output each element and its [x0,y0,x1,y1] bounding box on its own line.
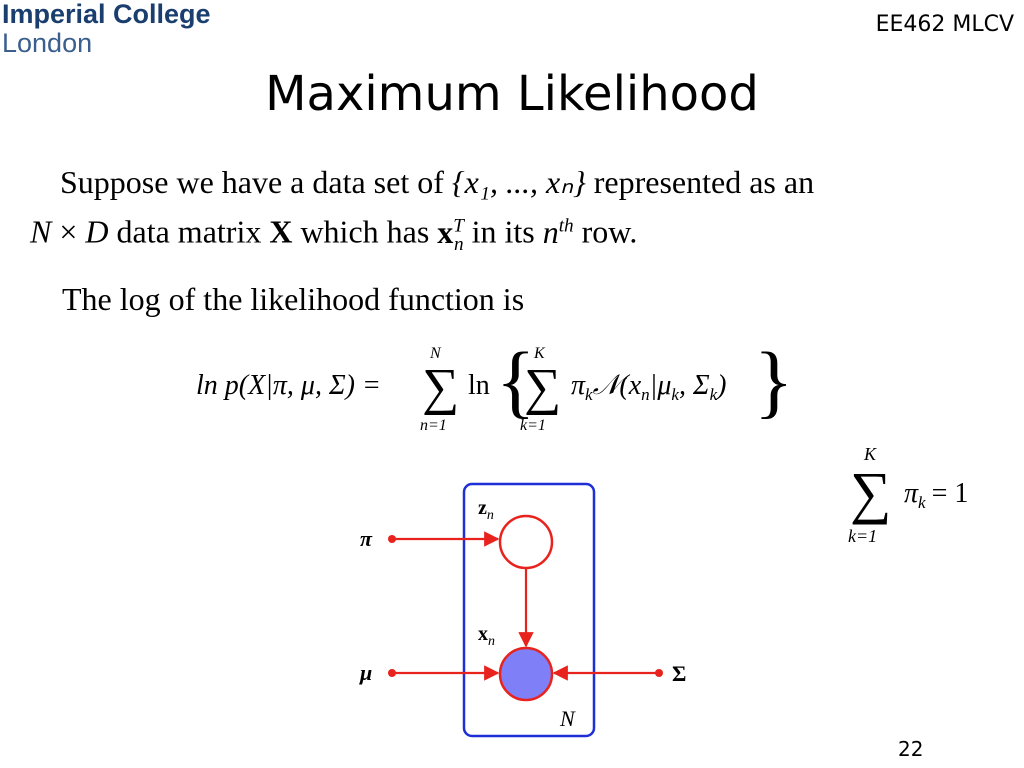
right-brace: } [754,338,793,426]
page-number: 22 [898,737,924,761]
logo-line2: London [2,28,93,58]
para1-text4: which has [300,213,430,250]
normal-sub-k2: k [710,385,718,404]
normal-sub-n: n [641,385,650,404]
sum2-bottom: k=1 [520,417,546,434]
normal-close: ) [715,370,726,401]
nth: nth [542,213,574,250]
paragraph-likelihood: The log of the likelihood function is [62,281,525,317]
constraint-sum-top: K [863,444,877,464]
para1-text2: represented as an [593,164,815,200]
var-N: N [30,213,52,250]
node-x-label: x [478,623,488,645]
constraint-pi: π [904,478,919,509]
para1-text3: data matrix [116,213,262,250]
para1-text6: row. [581,213,638,250]
imperial-logo: Imperial College London [2,0,211,58]
input-pi-label: π [360,526,373,551]
slide-title: Maximum Likelihood [265,66,759,122]
svg-text:xn: xn [478,623,495,649]
sum2-top: K [533,345,546,362]
sum1-symbol: ∑ [422,359,459,416]
logo-line1: Imperial College [2,0,211,29]
node-z-sub: n [487,508,494,523]
vector-xn: xTn [437,213,464,256]
para1-text5: in its [471,213,535,250]
node-z-latent [498,514,554,570]
likelihood-equation: ln p(X|π, μ, Σ) = N ∑ n=1 ln { K ∑ k=1 π… [196,338,793,434]
sum1-top: N [429,345,442,362]
equation-lhs: ln p(X|π, μ, Σ) = [196,370,381,401]
svg-text:zn: zn [478,497,494,523]
paragraph-dataset: Suppose we have a data set of {x₁, ..., … [30,160,1005,267]
term-pi-sub: k [585,385,593,404]
para1-text1: Suppose we have a data set of [60,164,444,200]
constraint-pi-sub: k [918,493,926,512]
constraint-equation: K ∑ k=1 πk = 1 [848,444,968,546]
node-z-label: z [478,497,487,519]
plate-box [462,482,596,738]
input-sigma-label: Σ [672,661,686,686]
normal-tail: , Σ [679,370,710,401]
input-mu-label: μ [359,660,372,685]
times-symbol: × [59,213,78,250]
node-x-observed [498,646,554,702]
term-pi: π [571,370,586,401]
sum1-bottom: n=1 [420,417,447,434]
constraint-rhs: = 1 [932,478,969,509]
svg-text:πk𝒩(xn|μk, Σk): πk𝒩(xn|μk, Σk) [571,370,726,404]
normal-sub-k1: k [671,385,679,404]
data-set-notation: {x₁, ..., xₙ} [451,164,586,200]
normal-args: |μ [650,370,672,401]
course-code: EE462 MLCV [875,12,1014,37]
plate-label: N [559,706,576,731]
normal-dist: 𝒩(x [593,370,642,401]
node-x-sub: n [488,634,495,649]
ln-text: ln [468,370,490,401]
svg-text:πk= 1: πk = 1 [904,478,968,512]
graphical-model-diagram: zn xn π μ Σ N [359,482,686,738]
var-D: D [85,213,109,250]
constraint-sum-symbol: ∑ [850,460,891,525]
constraint-sum-bottom: k=1 [848,526,877,546]
left-brace: { [496,338,535,426]
matrix-X: X [269,213,293,250]
sum2-symbol: ∑ [524,359,561,416]
